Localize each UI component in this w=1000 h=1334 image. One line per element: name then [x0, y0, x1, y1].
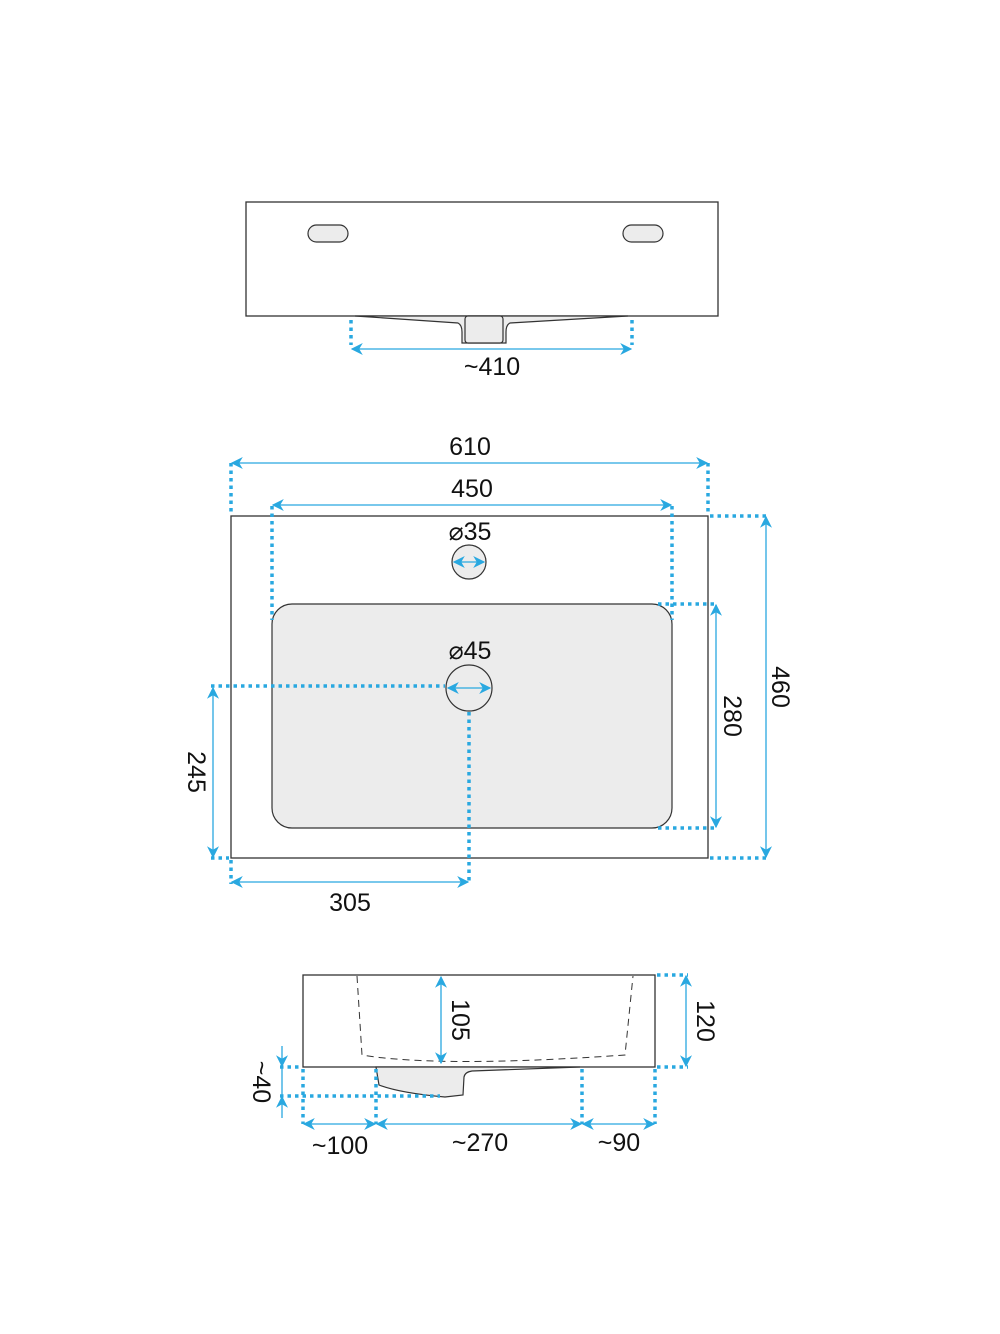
hidden-basin-outline [356, 975, 634, 1062]
drain-outlet [464, 315, 504, 344]
label-drain-length: ~270 [452, 1129, 508, 1157]
label-drain-side: 305 [329, 889, 371, 917]
rear-view-body [245, 201, 719, 317]
overflow-slot-right [622, 224, 664, 243]
label-drain-hole: ⌀45 [449, 637, 492, 665]
label-tap-hole: ⌀35 [449, 518, 492, 546]
label-basin-depth: 280 [718, 695, 746, 737]
label-basin-width: 450 [451, 475, 493, 503]
side-view-body [302, 974, 656, 1068]
label-rear-offset: ~90 [598, 1129, 640, 1157]
overflow-slot-left [307, 224, 349, 243]
label-front-offset: ~100 [312, 1132, 368, 1160]
side-view: 105 120 ~40 ~100 ~270 ~90 [247, 973, 719, 1160]
label-overall-height: 120 [691, 1000, 719, 1042]
top-view: 610 450 ⌀35 ⌀45 245 305 280 460 [182, 433, 794, 917]
drain-profile-side [375, 1066, 581, 1098]
basin [271, 603, 673, 829]
label-drain-protrusion: ~40 [247, 1061, 275, 1103]
label-basin-height: 105 [446, 999, 474, 1041]
label-drain-front: 245 [182, 751, 210, 793]
label-overall-width: 610 [449, 433, 491, 461]
label-drain-width: ~410 [464, 353, 520, 381]
label-overall-depth: 460 [766, 666, 794, 708]
rear-view: ~410 [245, 201, 719, 381]
